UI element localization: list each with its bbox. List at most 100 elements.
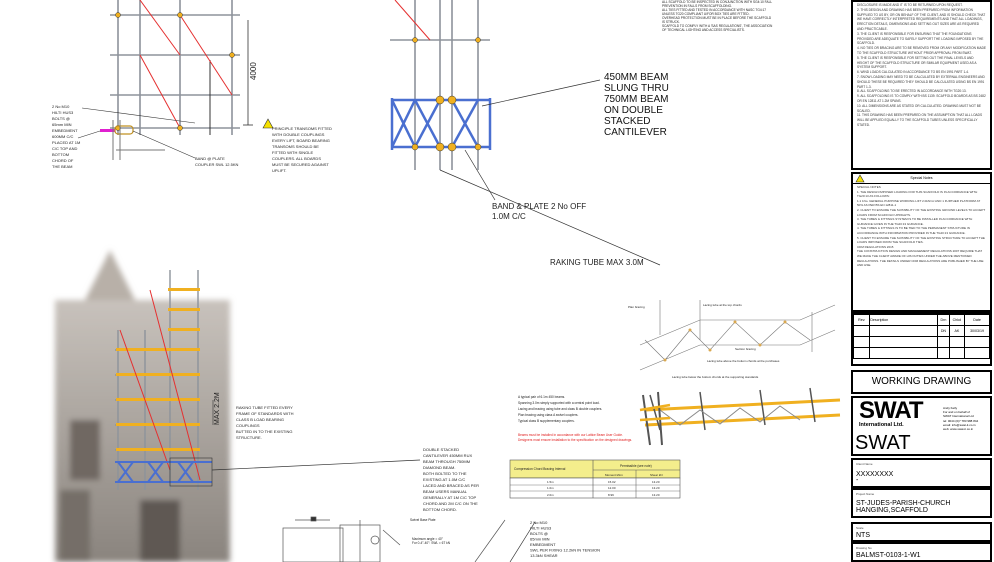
table-header: Permissible (see note): [620, 464, 652, 468]
bracing-diagram: [639, 300, 836, 371]
table-cell: 1.5m: [547, 480, 554, 484]
client-label: Client Name: [856, 462, 873, 466]
note: 4. THE TUBES & FITTINGS IS TO BE TIED TO…: [857, 226, 970, 235]
rev-cell: [869, 325, 939, 337]
status-box: WORKING DRAWING: [851, 370, 992, 394]
raking-tube-label: RAKING TUBE MAX 3.0M: [550, 258, 644, 267]
note: 10. ALL DIMENSIONS ARE AS STATED OR CALC…: [857, 103, 981, 113]
bracing-label: Plan bracing: [628, 305, 645, 309]
table-header: Moment kNm: [605, 473, 623, 477]
rev-cell: 30/03/19: [964, 325, 990, 337]
client-value-2: -: [856, 477, 859, 484]
project-label: Project Name: [856, 492, 875, 496]
fixing-detail: [77, 107, 196, 160]
drawing-status: WORKING DRAWING: [871, 376, 972, 387]
table-cell: 13.20: [652, 486, 660, 490]
church-photo: [55, 250, 230, 562]
table-cell: 2.0m: [547, 493, 554, 497]
general-notes-box: DISCLOSURE IS MADE AND IT IS TO BE RETUR…: [851, 0, 992, 170]
logo-subtext: International Ltd.: [859, 422, 904, 428]
dimension-label: 4000: [249, 62, 258, 80]
brace-lines: [139, 0, 233, 129]
title-block: DISCLOSURE IS MADE AND IT IS TO BE RETUR…: [849, 0, 994, 562]
note: 2. CLIENT TO ENSURE THE SUITABILITY OF T…: [857, 207, 986, 217]
note: 1. THE DESIGN IMPOSED LOADING FOR THIS S…: [857, 189, 978, 199]
special-notes-title: Special Notes: [910, 176, 933, 180]
scale-value: NTS: [856, 532, 870, 539]
dimension-4000: 4000: [243, 20, 258, 126]
contact-line: SWAT International Ltd: [943, 414, 974, 419]
scaffold-on-church: MAX 2.2M: [115, 270, 421, 490]
note: 8. ALL SCAFFOLDING TO BE ERECTED IN ACCO…: [857, 89, 967, 94]
example-description: A typical pair of 6.1m 450 beams.Spannin…: [518, 395, 602, 423]
note: THE CONSTRUCTION DESIGN AND MANAGEMENT R…: [857, 249, 984, 268]
project-box: Project Name ST-JUDES-PARISH-CHURCH HANG…: [851, 488, 992, 518]
table-cell: 13.20: [652, 493, 660, 497]
note: 11. THIS DRAWING HAS BEEN PREPARED ON TH…: [857, 113, 983, 127]
bracing-label: Lacing tube above the bottom chords at t…: [707, 359, 780, 363]
note: 5. CLIENT TO ENSURE THE SUITABILITY OF T…: [857, 235, 985, 245]
contact-line: email: info@swat-it.co.in: [943, 422, 976, 427]
project-value: ST-JUDES-PARISH-CHURCH: [856, 500, 951, 507]
beam-3d-closeup: [639, 391, 671, 446]
note: SPECIAL NOTES: [857, 185, 881, 189]
beam-capacity-table: Compression Chord Bracing Interval Permi…: [509, 459, 681, 499]
special-notes-box: Special Notes SPECIAL NOTES 1. THE DESIG…: [851, 172, 992, 312]
contact-line: Andy Kelly: [943, 406, 958, 410]
table-cell: 13.20: [652, 480, 660, 484]
contact-line: tel: 0044 (0)7 783 988 844: [943, 418, 979, 423]
table-cell: 15.02: [608, 480, 616, 484]
note: 1.1 1No. GENERAL PURPOSE WORKING LIFT 2.…: [857, 198, 981, 208]
example-warning: Beams must be installed in accordance wi…: [518, 433, 632, 442]
drawing-no-box: Drawing No BALMST-0103-1-W1: [851, 542, 992, 562]
bracing-label: Lacing tube below the bottom chords at t…: [672, 375, 759, 379]
bracing-label: Lacing tube at the top chords: [703, 303, 742, 307]
client-box: Client Name XXXXXXXX -: [851, 458, 992, 488]
drawing-no-value: BALMST-0103-1-W1: [856, 552, 921, 559]
scale-box: Scale NTS: [851, 522, 992, 542]
rev-header: Chkd: [948, 314, 966, 326]
note: DISCLOSURE IS MADE AND IT IS TO BE RETUR…: [857, 3, 963, 7]
scaffold-elevation-top-left: [110, 0, 240, 135]
base-plate-detail: [282, 516, 536, 562]
contact-line: For and on behalf of: [943, 410, 970, 415]
cantilever-detail: [390, 0, 661, 266]
note: 5. THE CLIENT IS RESPONSIBLE FOR SETTING…: [857, 55, 977, 70]
note: 4. NO TIES OR BRACING ARE TO BE REMOVED …: [857, 46, 986, 55]
drawing-no-label: Drawing No: [856, 546, 872, 550]
table-cell: 8.99: [608, 493, 614, 497]
table-cell: 12.00: [608, 486, 616, 490]
note: 2. THIS DESIGN AND DRAWING HAS BEEN PREP…: [857, 7, 986, 31]
swat-logo: SWAT International Ltd.: [859, 397, 929, 429]
rev-cell: DN: [937, 325, 950, 337]
beam-3d-render: [644, 387, 841, 431]
logo-text: SWAT: [859, 397, 924, 424]
company-name: SWAT: [855, 432, 911, 454]
rev-cell: [852, 325, 871, 337]
rev-header: Date: [964, 314, 990, 326]
note: 7. SNOW LOADING MAY NEED TO BE CALCULATE…: [857, 74, 985, 89]
note: 6. WIND LOADS CALCULATED IN ACCORDANCE T…: [857, 70, 969, 75]
project-value: HANGING,SCAFFOLD: [856, 507, 928, 514]
max-height-label: MAX 2.2M: [214, 392, 221, 425]
table-header: Compression Chord Bracing Interval: [514, 467, 566, 471]
table-header: Shear kN: [650, 473, 663, 477]
base-note: Maximum angle = 40°For 0-4°-40°: SWL = 6…: [412, 537, 451, 545]
warning-icon: [855, 174, 865, 183]
note: 3. THE TUBES & FITTINGS SYSTEM IS TO BE …: [857, 217, 973, 226]
contact-line: web: www.swat-it.co.in: [943, 427, 974, 432]
rev-header: Drn: [937, 314, 950, 326]
note: 9. ALL SCAFFOLDING IS TO COMPLY WITH BS …: [857, 94, 986, 103]
scale-label: Scale: [856, 526, 864, 530]
rev-cell: AK: [948, 325, 966, 337]
